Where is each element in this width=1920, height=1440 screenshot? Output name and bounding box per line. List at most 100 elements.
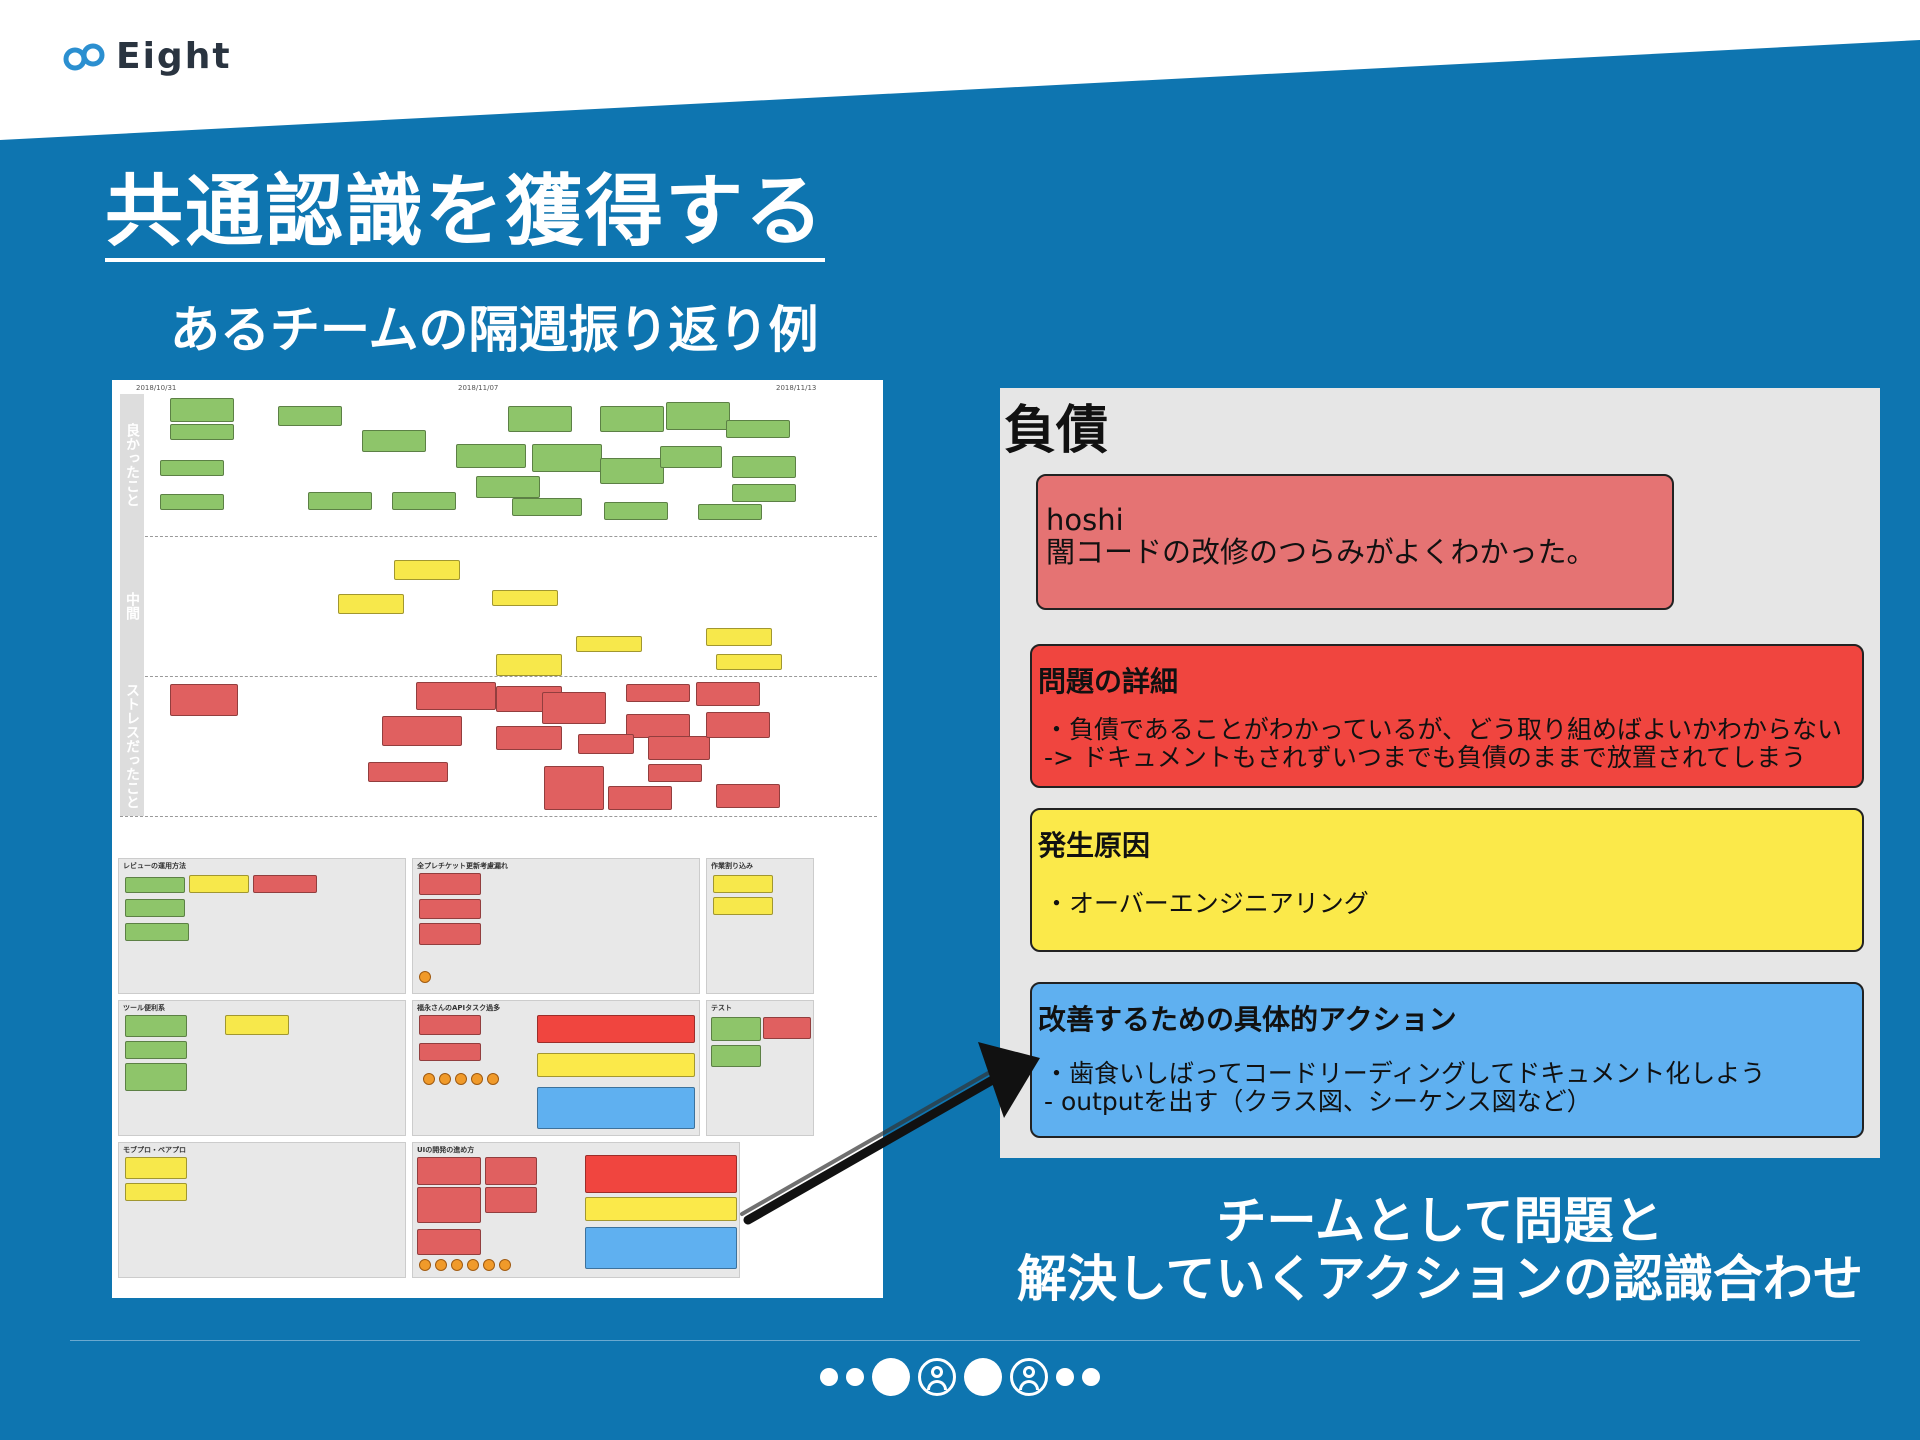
sticky-note — [716, 654, 782, 670]
board-panel: 全プレチケット更新考慮漏れ — [412, 858, 700, 994]
slide-title: 共通認識を獲得する — [105, 166, 826, 262]
zoomed-debt-card: 負債 hoshi 闇コードの改修のつらみがよくわかった。 問題の詳細 ・負債であ… — [1000, 388, 1880, 1158]
lane-label: 良かったこと — [120, 394, 144, 536]
cause-heading: 発生原因 — [1038, 829, 1151, 862]
sticky-note — [416, 682, 496, 710]
panel-title: UIの開発の進め方 — [417, 1146, 475, 1154]
sticky-note — [189, 875, 249, 893]
action-line: - outputを出す（クラス図、シーケンス図など） — [1044, 1087, 1592, 1116]
dot-icon — [1082, 1368, 1100, 1386]
panel-title: レビューの運用方法 — [123, 862, 186, 870]
dot-icon — [964, 1358, 1002, 1396]
dot-icon — [1056, 1368, 1074, 1386]
board-lane: 良かったこと — [120, 394, 877, 537]
footer-divider — [70, 1340, 1860, 1341]
sticky-note — [419, 1043, 481, 1061]
sticky-note — [419, 1015, 481, 1035]
sticky-note — [713, 875, 773, 893]
problem-line: ・負債であることがわかっているが、どう取り組めばよいかわからない — [1044, 715, 1843, 744]
sticky-note — [648, 764, 702, 782]
sticky-note — [419, 899, 481, 919]
vote-dot — [455, 1073, 467, 1085]
board-panel: 作業割り込み — [706, 858, 814, 994]
lane-label: ストレスだったこと — [120, 676, 144, 816]
sticky-note — [660, 446, 722, 468]
sticky-note — [626, 684, 690, 702]
dot-icon — [872, 1358, 910, 1396]
action-box — [537, 1087, 695, 1129]
cause-box: 発生原因 ・オーバーエンジニアリング — [1030, 808, 1864, 952]
board-date: 2018/10/31 — [136, 384, 177, 392]
sticky-note — [225, 1015, 289, 1035]
sticky-note — [417, 1229, 481, 1255]
sticky-note — [125, 1015, 187, 1037]
sticky-note — [544, 766, 604, 810]
cause-line: ・オーバーエンジニアリング — [1044, 889, 1369, 918]
vote-dot — [487, 1073, 499, 1085]
sticky-note — [706, 712, 770, 738]
caption-line: チームとして問題と — [1216, 1192, 1664, 1250]
sticky-note — [600, 406, 664, 432]
board-panel: 福永さんのAPIタスク過多 — [412, 1000, 700, 1136]
sticky-note — [362, 430, 426, 452]
sticky-note — [485, 1187, 537, 1213]
sticky-note — [763, 1017, 811, 1039]
sticky-note — [496, 726, 562, 750]
sticky-note — [732, 484, 796, 502]
caption-line: 解決していくアクションの認識合わせ — [1017, 1250, 1863, 1308]
panel-title: 全プレチケット更新考慮漏れ — [417, 862, 508, 870]
brand-name: Eight — [116, 36, 232, 77]
sticky-note — [600, 458, 664, 484]
sticky-note — [125, 899, 185, 917]
board-panel: レビューの運用方法 — [118, 858, 406, 994]
sticky-note — [125, 923, 189, 941]
sticky-note — [368, 762, 448, 782]
vote-dot — [439, 1073, 451, 1085]
sticky-note — [698, 504, 762, 520]
board-lane: ストレスだったこと — [120, 676, 877, 817]
sticky-note — [496, 654, 562, 676]
panel-title: 作業割り込み — [711, 862, 753, 870]
board-date: 2018/11/13 — [776, 384, 817, 392]
sticky-note — [542, 692, 606, 724]
cause-box — [585, 1197, 737, 1221]
board-panel: テスト — [706, 1000, 814, 1136]
sticky-note — [716, 784, 780, 808]
sticky-note — [253, 875, 317, 893]
sticky-note — [476, 476, 540, 498]
sticky-note — [170, 424, 234, 440]
sticky-note — [278, 406, 342, 426]
sticky-note — [711, 1045, 761, 1067]
sticky-note — [419, 923, 481, 945]
sticky-note — [125, 1041, 187, 1059]
sticky-note — [160, 494, 224, 510]
footer-decoration — [0, 1358, 1920, 1396]
sticky-note — [308, 492, 372, 510]
sticky-note — [726, 420, 790, 438]
sticky-note — [125, 1157, 187, 1179]
panel-title: 福永さんのAPIタスク過多 — [417, 1004, 501, 1012]
brand-logo: Eight — [62, 36, 232, 77]
board-panel: モブプロ・ペアプロ — [118, 1142, 406, 1278]
vote-dot — [419, 1259, 431, 1271]
action-box: 改善するための具体的アクション ・歯食いしばってコードリーディングしてドキュメン… — [1030, 982, 1864, 1138]
sticky-note — [170, 684, 238, 716]
sticky-note — [125, 1063, 187, 1091]
retrospective-board-image: 2018/10/31 2018/11/07 2018/11/13 良かったこと … — [112, 380, 883, 1298]
card-title: 負債 — [1004, 401, 1109, 461]
problem-detail-box: 問題の詳細 ・負債であることがわかっているが、どう取り組めばよいかわからない -… — [1030, 644, 1864, 788]
sticky-note — [576, 636, 642, 652]
vote-dot — [435, 1259, 447, 1271]
action-line: ・歯食いしばってコードリーディングしてドキュメント化しよう — [1044, 1059, 1766, 1088]
sticky-note — [492, 590, 558, 606]
sticky-note — [160, 460, 224, 476]
sticky-note — [382, 716, 462, 746]
sticky-note — [732, 456, 796, 478]
sticky-note — [125, 877, 185, 893]
board-panel: UIの開発の進め方 — [412, 1142, 740, 1278]
sticky-note — [392, 492, 456, 510]
sticky-note — [711, 1017, 761, 1041]
sticky-note — [512, 498, 582, 516]
vote-dot — [499, 1259, 511, 1271]
caption: チームとして問題と 解決していくアクションの認識合わせ — [1000, 1192, 1880, 1308]
